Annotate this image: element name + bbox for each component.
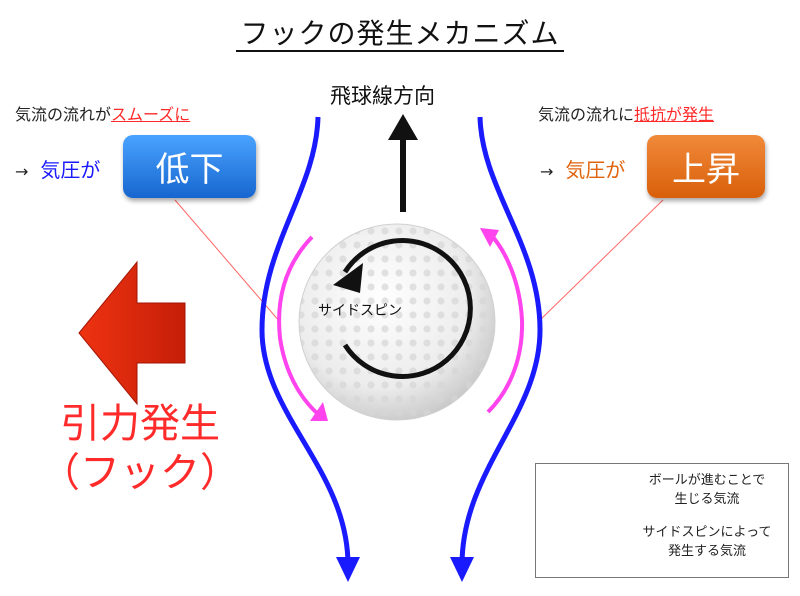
right-pressure-line: → 気圧が bbox=[540, 154, 625, 183]
right-note-prefix: 気流の流れに bbox=[538, 105, 635, 124]
right-airflow-note: 気流の流れに抵抗が発生 bbox=[538, 101, 714, 125]
right-arrow-glyph: → bbox=[540, 162, 554, 181]
left-arrow-glyph: → bbox=[15, 162, 29, 181]
legend-airflow-text-2: 生じる気流 bbox=[674, 491, 740, 507]
left-note-highlight: スムーズに bbox=[111, 105, 191, 124]
legend: ボールが進むことで 生じる気流 サイドスピンによって 発生する気流 bbox=[535, 463, 789, 578]
flight-direction-arrow bbox=[388, 114, 418, 212]
right-note-highlight: 抵抗が発生 bbox=[634, 105, 715, 124]
legend-spin-text-2: 発生する気流 bbox=[667, 543, 746, 559]
golf-ball bbox=[298, 223, 496, 421]
low-pressure-badge: 低下 bbox=[123, 135, 256, 198]
right-leader-line bbox=[537, 199, 664, 323]
legend-spin-text-1: サイドスピンによって bbox=[642, 525, 772, 540]
left-spin-airflow bbox=[277, 235, 328, 421]
force-label: 引力発生 （フック） bbox=[40, 400, 240, 498]
right-spin-airflow bbox=[480, 228, 525, 414]
left-airflow-line bbox=[259, 116, 360, 582]
left-note-prefix: 気流の流れが bbox=[15, 105, 112, 124]
legend-item-airflow: ボールが進むことで 生じる気流 bbox=[632, 472, 782, 510]
force-arrow bbox=[78, 260, 186, 406]
page-title: フックの発生メカニズム bbox=[0, 12, 800, 52]
high-pressure-badge: 上昇 bbox=[647, 135, 765, 198]
left-pressure-label: 気圧が bbox=[40, 158, 101, 182]
spin-arrow bbox=[333, 238, 473, 379]
left-pressure-line: → 気圧が bbox=[15, 154, 100, 183]
flight-direction-label: 飛球線方向 bbox=[330, 84, 435, 108]
force-label-line2: （フック） bbox=[40, 449, 240, 496]
side-spin-label: サイドスピン bbox=[318, 303, 402, 319]
legend-airflow-text-1: ボールが進むことで bbox=[648, 473, 766, 488]
left-airflow-note: 気流の流れがスムーズに bbox=[15, 101, 190, 125]
right-pressure-label: 気圧が bbox=[565, 158, 626, 182]
force-label-line1: 引力発生 bbox=[60, 401, 220, 447]
legend-item-spin: サイドスピンによって 発生する気流 bbox=[632, 524, 782, 562]
right-airflow-line bbox=[450, 116, 543, 582]
